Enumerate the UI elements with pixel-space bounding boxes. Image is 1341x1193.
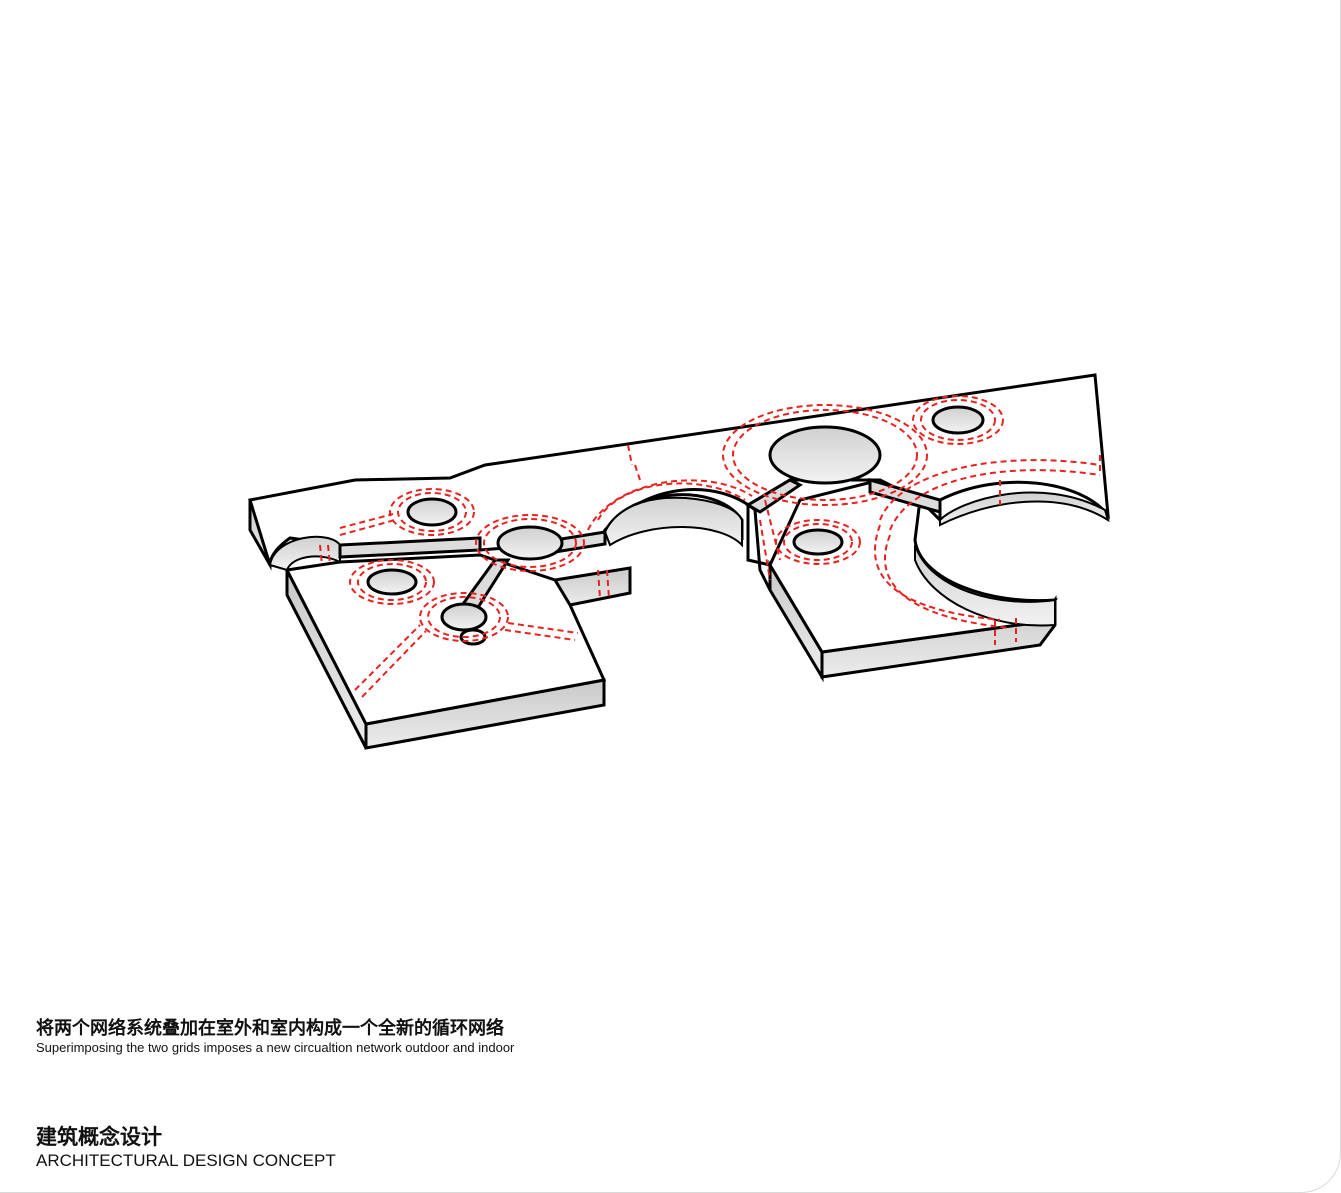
title-chinese: 建筑概念设计 <box>36 1125 162 1149</box>
void-2 <box>496 525 564 561</box>
void-7 <box>931 405 985 435</box>
title-english: ARCHITECTURAL DESIGN CONCEPT <box>36 1151 336 1170</box>
void-8 <box>792 528 844 556</box>
right-semicircle-cut <box>914 544 1056 627</box>
void-4 <box>440 602 488 632</box>
left-block-sides <box>285 569 606 750</box>
site-axonometric-diagram <box>248 373 1110 750</box>
caption-chinese: 将两个网络系统叠加在室外和室内构成一个全新的循环网络 <box>36 1018 504 1039</box>
void-6 <box>768 425 882 485</box>
circular-voids <box>366 405 985 646</box>
void-1 <box>406 497 458 527</box>
void-3 <box>366 568 418 596</box>
right-block-top <box>768 478 1058 654</box>
circulation-network <box>319 395 1101 698</box>
caption-english: Superimposing the two grids imposes a ne… <box>36 1040 515 1055</box>
